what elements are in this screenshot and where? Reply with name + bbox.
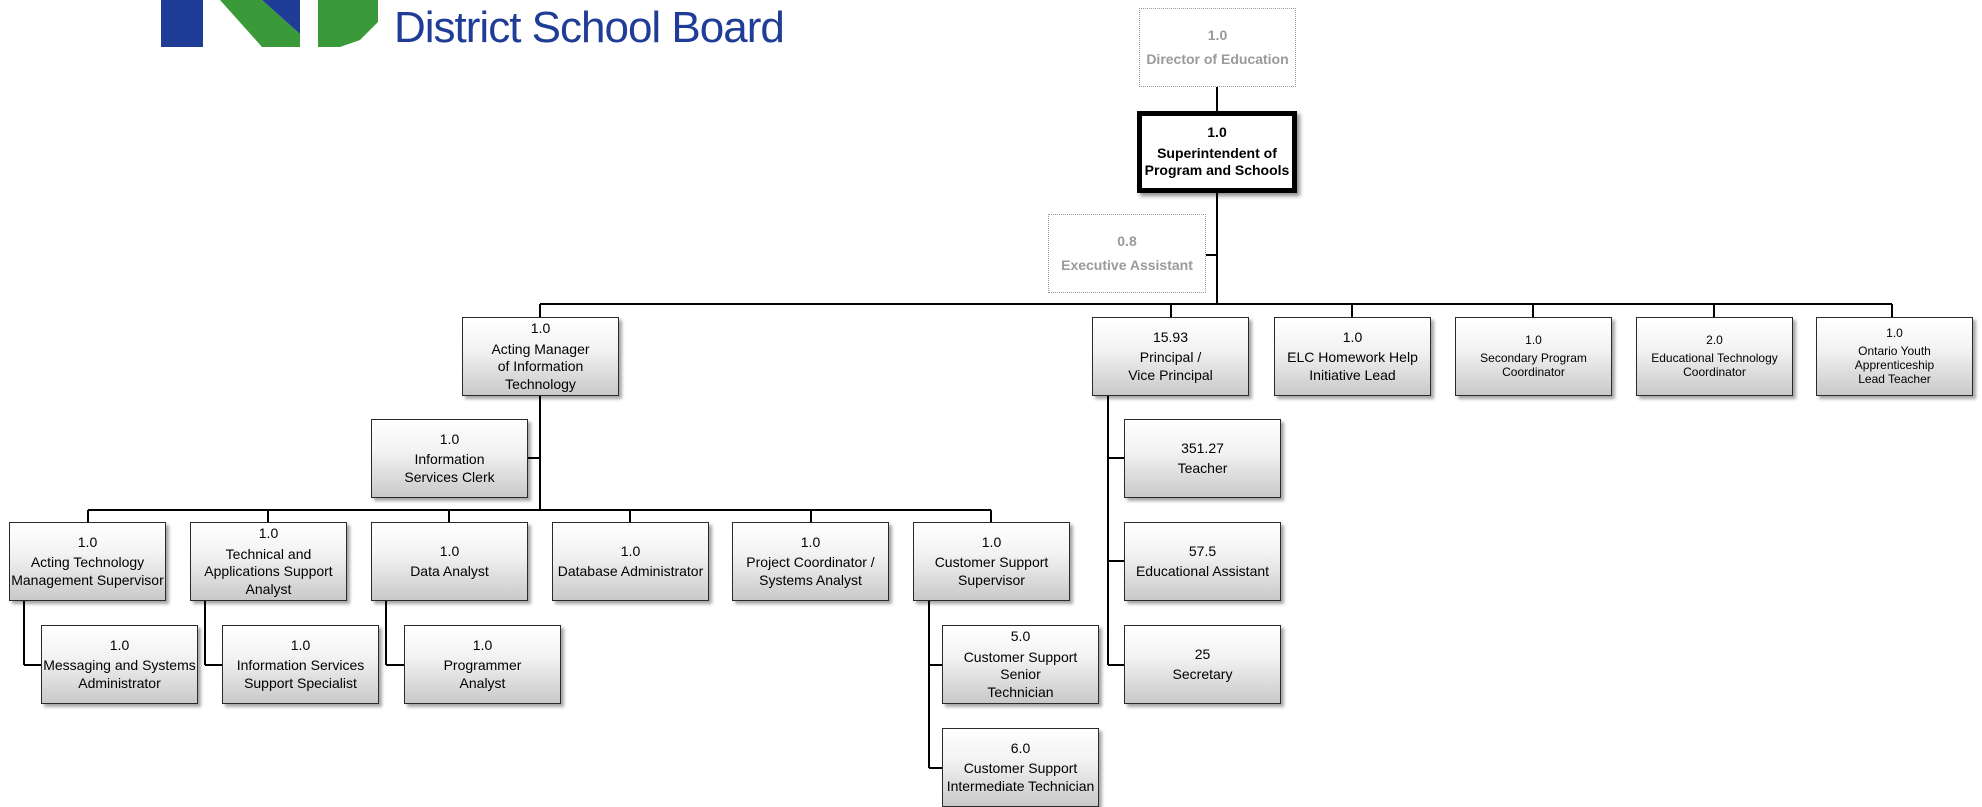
customer-support-supervisor-box: 1.0 Customer Support Supervisor <box>913 522 1070 601</box>
fte-value: 1.0 <box>439 542 460 559</box>
fte-value: 0.8 <box>1117 233 1137 249</box>
customer-support-intermediate-tech-box: 6.0 Customer Support Intermediate Techni… <box>942 728 1099 807</box>
fte-value: 1.0 <box>530 320 551 336</box>
fte-value: 57.5 <box>1188 542 1217 559</box>
fte-value: 1.0 <box>258 525 279 541</box>
it-manager-box: 1.0 Acting Manager of Information Techno… <box>462 317 619 396</box>
position-title: Data Analyst <box>410 563 489 579</box>
position-title: Information Services Support Specialist <box>236 657 365 691</box>
fte-value: 1.0 <box>620 542 641 559</box>
fte-value: 1.0 <box>1525 333 1542 348</box>
position-title: Secretary <box>1172 666 1233 682</box>
secretary-box: 25 Secretary <box>1124 625 1281 704</box>
teacher-box: 351.27 Teacher <box>1124 419 1281 498</box>
project-coordinator-box: 1.0 Project Coordinator / Systems Analys… <box>732 522 889 601</box>
fte-value: 351.27 <box>1181 439 1224 456</box>
messaging-systems-admin-box: 1.0 Messaging and Systems Administrator <box>41 625 198 704</box>
logo-mark-icon <box>161 0 378 47</box>
information-services-support-box: 1.0 Information Services Support Special… <box>222 625 379 704</box>
fte-value: 1.0 <box>439 430 460 447</box>
fte-value: 25 <box>1194 645 1211 662</box>
position-title: Database Administrator <box>557 563 704 579</box>
position-title: Acting Technology Management Supervisor <box>11 554 164 588</box>
customer-support-senior-tech-box: 5.0 Customer Support Senior Technician <box>942 625 1099 704</box>
database-administrator-box: 1.0 Database Administrator <box>552 522 709 601</box>
logo-text: District School Board <box>394 3 785 52</box>
principal-box: 15.93 Principal / Vice Principal <box>1092 317 1249 396</box>
fte-value: 1.0 <box>1207 27 1228 43</box>
secondary-program-coordinator-box: 1.0 Secondary Program Coordinator <box>1455 317 1612 396</box>
position-title: ELC Homework Help Initiative Lead <box>1287 349 1418 383</box>
fte-value: 1.0 <box>800 533 821 550</box>
position-title: Secondary Program Coordinator <box>1480 350 1587 380</box>
fte-value: 1.0 <box>1886 326 1903 341</box>
position-title: Ontario Youth Apprenticeship Lead Teache… <box>1854 343 1935 387</box>
school-board-logo: District School Board <box>0 0 800 60</box>
fte-value: 1.0 <box>290 636 311 653</box>
fte-value: 5.0 <box>1010 628 1031 644</box>
technology-management-supervisor-box: 1.0 Acting Technology Management Supervi… <box>9 522 166 601</box>
programmer-analyst-box: 1.0 Programmer Analyst <box>404 625 561 704</box>
position-title: Educational Assistant <box>1135 563 1270 579</box>
elc-homework-help-box: 1.0 ELC Homework Help Initiative Lead <box>1274 317 1431 396</box>
position-title: Messaging and Systems Administrator <box>43 657 196 691</box>
fte-value: 1.0 <box>1207 124 1227 141</box>
executive-assistant-box: 0.8 Executive Assistant <box>1048 214 1206 293</box>
data-analyst-box: 1.0 Data Analyst <box>371 522 528 601</box>
position-title: Programmer Analyst <box>443 657 522 691</box>
information-services-clerk-box: 1.0 Information Services Clerk <box>371 419 528 498</box>
position-title: Technical and Applications Support Analy… <box>204 545 333 597</box>
fte-value: 2.0 <box>1706 333 1723 348</box>
oyap-lead-teacher-box: 1.0 Ontario Youth Apprenticeship Lead Te… <box>1816 317 1973 396</box>
superintendent-box: 1.0 Superintendent of Program and School… <box>1137 111 1297 193</box>
fte-value: 1.0 <box>981 533 1002 550</box>
educational-assistant-box: 57.5 Educational Assistant <box>1124 522 1281 601</box>
position-title: Customer Support Senior Technician <box>963 648 1078 700</box>
fte-value: 6.0 <box>1010 739 1031 756</box>
position-title: Customer Support Supervisor <box>934 554 1049 588</box>
position-title: Director of Education <box>1146 50 1289 67</box>
educational-technology-coordinator-box: 2.0 Educational Technology Coordinator <box>1636 317 1793 396</box>
position-title: Information Services Clerk <box>404 451 495 485</box>
director-of-education-box: 1.0 Director of Education <box>1139 8 1296 87</box>
position-title: Customer Support Intermediate Technician <box>946 760 1095 794</box>
fte-value: 1.0 <box>109 636 130 653</box>
fte-value: 1.0 <box>1342 328 1363 345</box>
position-title: Executive Assistant <box>1061 256 1193 273</box>
fte-value: 1.0 <box>472 636 493 653</box>
position-title: Superintendent of Program and Schools <box>1144 144 1290 179</box>
position-title: Project Coordinator / Systems Analyst <box>746 554 875 588</box>
position-title: Acting Manager of Information Technology <box>491 340 590 392</box>
fte-value: 1.0 <box>77 533 98 550</box>
position-title: Principal / Vice Principal <box>1128 349 1213 383</box>
position-title: Educational Technology Coordinator <box>1651 350 1778 380</box>
position-title: Teacher <box>1177 460 1228 476</box>
technical-applications-analyst-box: 1.0 Technical and Applications Support A… <box>190 522 347 601</box>
fte-value: 15.93 <box>1152 328 1189 345</box>
